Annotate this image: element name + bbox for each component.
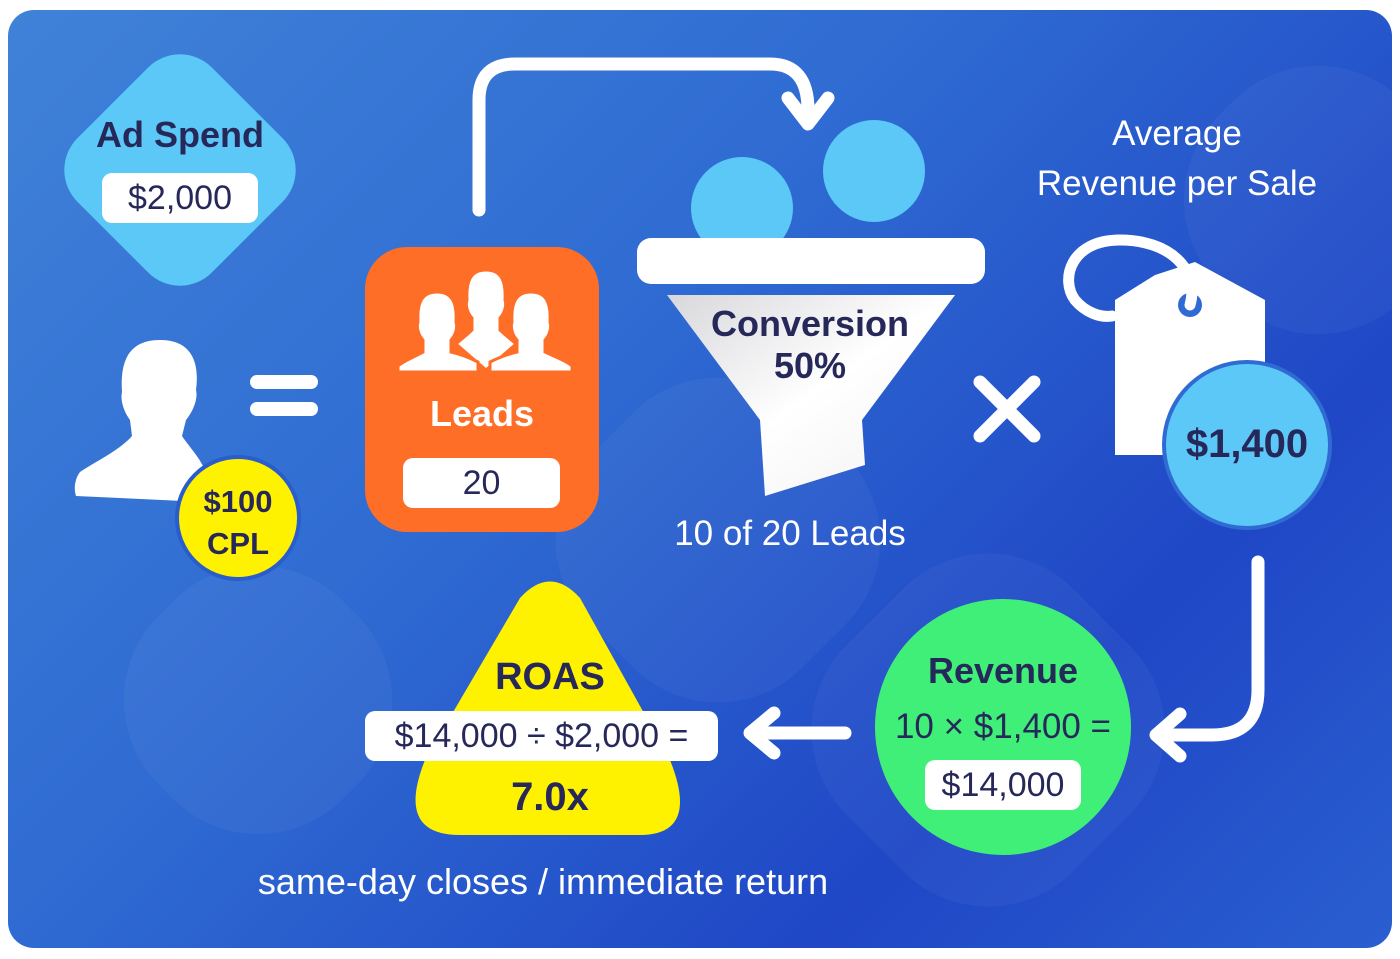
arrowhead-icon (743, 706, 781, 760)
cpl-badge (175, 455, 301, 581)
arrowhead-icon (1149, 707, 1187, 763)
lead-ball-icon (823, 120, 925, 222)
price-badge (1162, 360, 1332, 530)
flow-arrow-to-funnel (472, 57, 815, 217)
ad-spend-label: Ad Spend (96, 114, 264, 155)
roas-formula: $14,000 ÷ $2,000 = (365, 711, 718, 761)
lead-ball-icon (691, 157, 793, 259)
cpl-label: CPL (207, 526, 269, 561)
roas-value: 7.0x (511, 775, 589, 819)
conversion-caption: 10 of 20 Leads (674, 514, 906, 553)
roas-shape (415, 581, 680, 835)
roas-label: ROAS (495, 656, 605, 698)
person-icon (74, 340, 205, 502)
equals-icon (250, 375, 318, 416)
ad-spend-diamond (64, 54, 296, 286)
arrowhead-icon (781, 91, 835, 131)
avg-revenue-title-line2: Revenue per Sale (1036, 164, 1318, 203)
funnel-icon (667, 295, 955, 496)
conversion-label: Conversion (710, 303, 910, 344)
conversion-value: 50% (773, 345, 847, 386)
revenue-value: $14,000 (925, 760, 1081, 810)
avg-revenue-value: $1,400 (1185, 422, 1309, 466)
leads-value: 20 (403, 458, 560, 508)
funnel-rim (637, 238, 985, 284)
people-group-icon (396, 268, 574, 374)
revenue-formula: 10 × $1,400 = (894, 707, 1112, 746)
cpl-value: $100 (203, 484, 273, 519)
multiply-icon (973, 375, 1041, 443)
ad-spend-value: $2,000 (102, 173, 258, 223)
footer-note: same-day closes / immediate return (257, 861, 829, 902)
flow-arrow-to-revenue (1163, 555, 1265, 742)
leads-label: Leads (429, 393, 535, 434)
avg-revenue-title-line1: Average (1112, 114, 1242, 153)
revenue-label: Revenue (927, 650, 1079, 691)
